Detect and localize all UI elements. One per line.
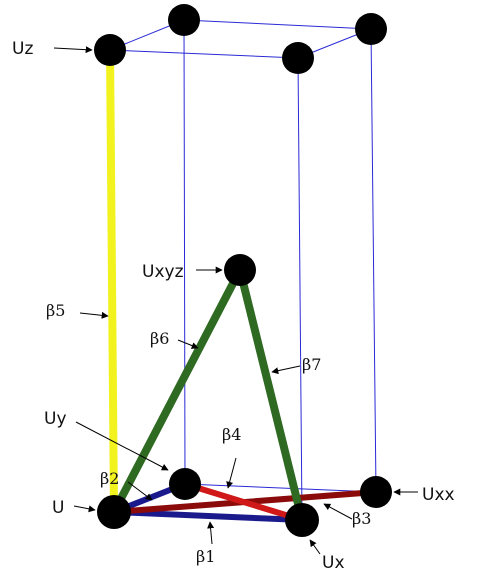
node-top-front-right	[282, 42, 314, 74]
label-beta7: β7	[302, 355, 321, 374]
unit-cell-frame	[109, 19, 377, 521]
arrow-uz	[53, 46, 93, 54]
bond-beta6	[110, 266, 244, 516]
arrow-beta4	[226, 457, 237, 489]
arrow-beta7	[271, 365, 301, 375]
arrow-beta2	[127, 481, 153, 501]
frame-edge	[184, 483, 377, 493]
frame-edge	[183, 19, 186, 485]
label-uxx: Uxx	[422, 485, 455, 505]
arrow-uy	[75, 421, 169, 471]
node-uy	[169, 468, 201, 500]
nodes	[94, 4, 392, 537]
bond-beta7	[236, 266, 306, 524]
labels: Uz Uxyz β5 β6 β7 Uy β4 β2 U Uxx β3 β1 Ux	[12, 39, 455, 573]
label-beta3: β3	[352, 509, 371, 528]
bond-beta1	[111, 509, 305, 523]
pointer-arrows	[53, 46, 418, 555]
label-beta1: β1	[196, 547, 215, 566]
label-ux: Ux	[322, 553, 345, 573]
label-u: U	[52, 498, 64, 518]
node-ux	[285, 503, 319, 537]
frame-edge	[183, 19, 372, 30]
frame-edge	[370, 28, 377, 493]
arrow-ux	[309, 539, 321, 555]
node-uxx	[360, 476, 392, 508]
label-uxyz: Uxyz	[142, 262, 184, 282]
frame-edge	[297, 57, 303, 521]
label-beta2: β2	[100, 469, 119, 488]
arrow-u	[73, 505, 96, 513]
frame-edge	[109, 49, 299, 59]
arrow-beta3	[323, 503, 353, 520]
label-uy: Uy	[44, 409, 67, 429]
label-beta6: β6	[150, 329, 169, 348]
bond-beta4	[182, 481, 305, 523]
bond-beta5	[106, 46, 118, 516]
node-u	[97, 495, 131, 529]
label-beta4: β4	[222, 425, 241, 444]
node-top-back-right	[355, 13, 387, 45]
node-uxyz	[224, 254, 256, 286]
arrow-beta6	[177, 339, 199, 349]
arrow-beta5	[79, 311, 109, 319]
label-uz: Uz	[12, 39, 33, 59]
node-top-back-left	[168, 4, 200, 36]
label-beta5: β5	[46, 301, 65, 320]
arrow-beta1	[207, 521, 215, 545]
node-uz	[94, 34, 126, 66]
